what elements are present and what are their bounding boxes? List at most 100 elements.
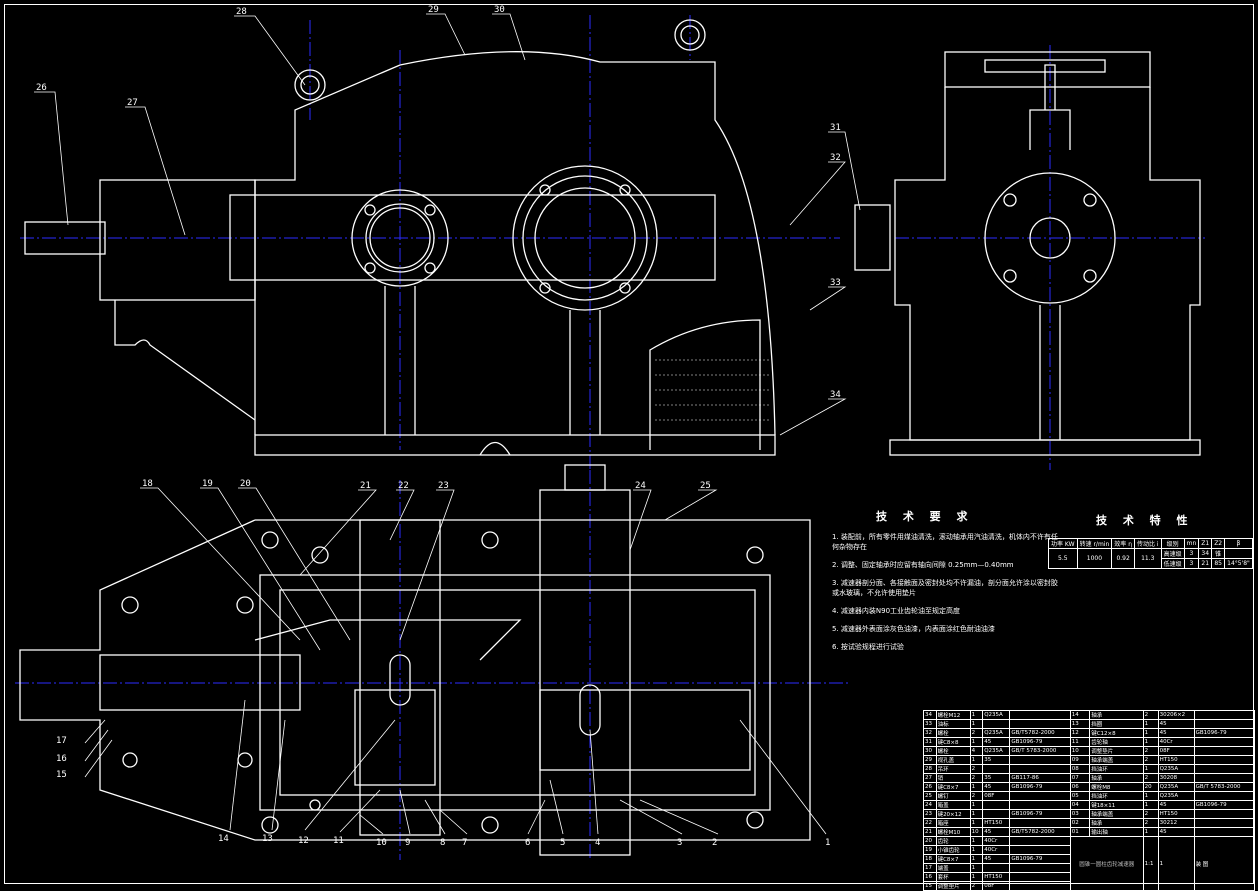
parts-cell xyxy=(1193,737,1256,747)
parts-cell: GB1096-79 xyxy=(1009,809,1071,819)
parts-cell xyxy=(1009,836,1071,846)
spec-header: β xyxy=(1224,538,1253,549)
parts-cell xyxy=(1009,755,1071,765)
parts-cell: 06 xyxy=(1069,782,1091,792)
parts-cell: 45 xyxy=(982,827,1011,837)
parts-cell xyxy=(1009,710,1071,720)
parts-cell: 10 xyxy=(969,827,984,837)
requirement-item: 4. 减速器内装N90工业齿轮油至规定高度 xyxy=(832,607,961,615)
spec-cell: 高速级 xyxy=(1160,548,1185,559)
parts-cell: 16 xyxy=(923,872,937,882)
spec-cell: 14°5'8" xyxy=(1224,558,1253,569)
parts-cell: 键C8×8 xyxy=(935,737,971,747)
parts-cell: 挡圈 xyxy=(1089,719,1144,729)
parts-cell xyxy=(1009,791,1071,801)
title-block-drawing: 装 图 xyxy=(1193,836,1256,891)
parts-cell: 10 xyxy=(1069,746,1091,756)
callout-16: 16 xyxy=(56,754,67,764)
parts-cell: 端盖 xyxy=(935,863,971,873)
callout-1: 1 xyxy=(825,838,830,848)
parts-cell xyxy=(1009,818,1071,828)
parts-cell: 1 xyxy=(969,782,984,792)
spec-header: 效率 η xyxy=(1111,538,1135,549)
parts-cell: 吊环 xyxy=(935,764,971,774)
parts-cell xyxy=(982,719,1011,729)
centerlines xyxy=(15,15,1205,860)
parts-cell: 挡油环 xyxy=(1089,791,1144,801)
parts-cell: 轴承 xyxy=(1089,710,1144,720)
parts-cell xyxy=(1193,719,1256,729)
callout-7: 7 xyxy=(462,838,467,848)
parts-cell: 销 xyxy=(935,773,971,783)
callout-5: 5 xyxy=(560,838,565,848)
parts-cell: 1 xyxy=(969,863,984,873)
spec-cell: 21 xyxy=(1198,558,1213,569)
part-callouts: 1 2 3 4 5 6 7 8 9 10 11 12 13 14 15 16 1… xyxy=(36,5,841,848)
plan-view xyxy=(19,464,811,856)
parts-cell: 30212 xyxy=(1157,818,1195,828)
parts-cell: 13 xyxy=(1069,719,1091,729)
spec-header: mn xyxy=(1183,538,1200,549)
parts-cell: 40Cr xyxy=(1157,737,1195,747)
parts-cell: GB/T 5783-2000 xyxy=(1009,746,1071,756)
parts-cell: 套杯 xyxy=(935,872,971,882)
parts-cell: 键18×11 xyxy=(1089,800,1144,810)
title-block-qty: 1 xyxy=(1157,836,1195,891)
parts-cell xyxy=(1193,827,1256,837)
parts-cell xyxy=(1193,818,1256,828)
parts-cell: GB/T5782-2000 xyxy=(1009,827,1071,837)
parts-cell: 45 xyxy=(982,854,1011,864)
parts-cell: 2 xyxy=(969,728,984,738)
parts-cell: 1 xyxy=(969,737,984,747)
parts-cell xyxy=(1009,872,1071,882)
parts-cell: Q235A xyxy=(1157,791,1195,801)
parts-cell: 螺栓M12 xyxy=(935,710,971,720)
parts-cell: 2 xyxy=(969,791,984,801)
parts-cell xyxy=(982,809,1011,819)
parts-cell: 29 xyxy=(923,755,937,765)
parts-cell: 1 xyxy=(969,872,984,882)
spec-speed: 1000 xyxy=(1076,548,1113,569)
callout-21: 21 xyxy=(360,481,371,491)
parts-cell: 31 xyxy=(923,737,937,747)
parts-cell: 04 xyxy=(1069,800,1091,810)
callout-34: 34 xyxy=(830,390,841,400)
parts-cell: 键C8×7 xyxy=(935,854,971,864)
callout-22: 22 xyxy=(398,481,409,491)
parts-cell: 14 xyxy=(1069,710,1091,720)
parts-cell: 32 xyxy=(923,728,937,738)
parts-cell: 调整垫片 xyxy=(1089,746,1144,756)
parts-cell: 1 xyxy=(969,710,984,720)
parts-cell: 11 xyxy=(1069,737,1091,747)
parts-cell: GB1096-79 xyxy=(1009,854,1071,864)
parts-cell xyxy=(982,863,1011,873)
parts-cell: 2 xyxy=(1142,773,1159,783)
parts-cell: 1 xyxy=(1142,737,1159,747)
parts-cell: 螺栓M8 xyxy=(1089,782,1144,792)
parts-cell: 2 xyxy=(1142,809,1159,819)
parts-cell: 30206×2 xyxy=(1157,710,1195,720)
callout-19: 19 xyxy=(202,479,213,489)
parts-cell xyxy=(1009,863,1071,873)
parts-cell: 34 xyxy=(923,710,937,720)
parts-cell: 调整垫片 xyxy=(935,881,971,891)
parts-cell: 45 xyxy=(982,737,1011,747)
parts-cell: 键C12×8 xyxy=(1089,728,1144,738)
leader-lines xyxy=(34,13,861,835)
spec-power: 5.5 xyxy=(1048,548,1078,569)
callout-12: 12 xyxy=(298,836,309,846)
callout-10: 10 xyxy=(376,838,387,848)
requirement-item: 6. 按试验规程进行试验 xyxy=(832,643,904,651)
parts-cell: 08F xyxy=(1157,746,1195,756)
callout-31: 31 xyxy=(830,123,841,133)
parts-cell: 轴承 xyxy=(1089,818,1144,828)
